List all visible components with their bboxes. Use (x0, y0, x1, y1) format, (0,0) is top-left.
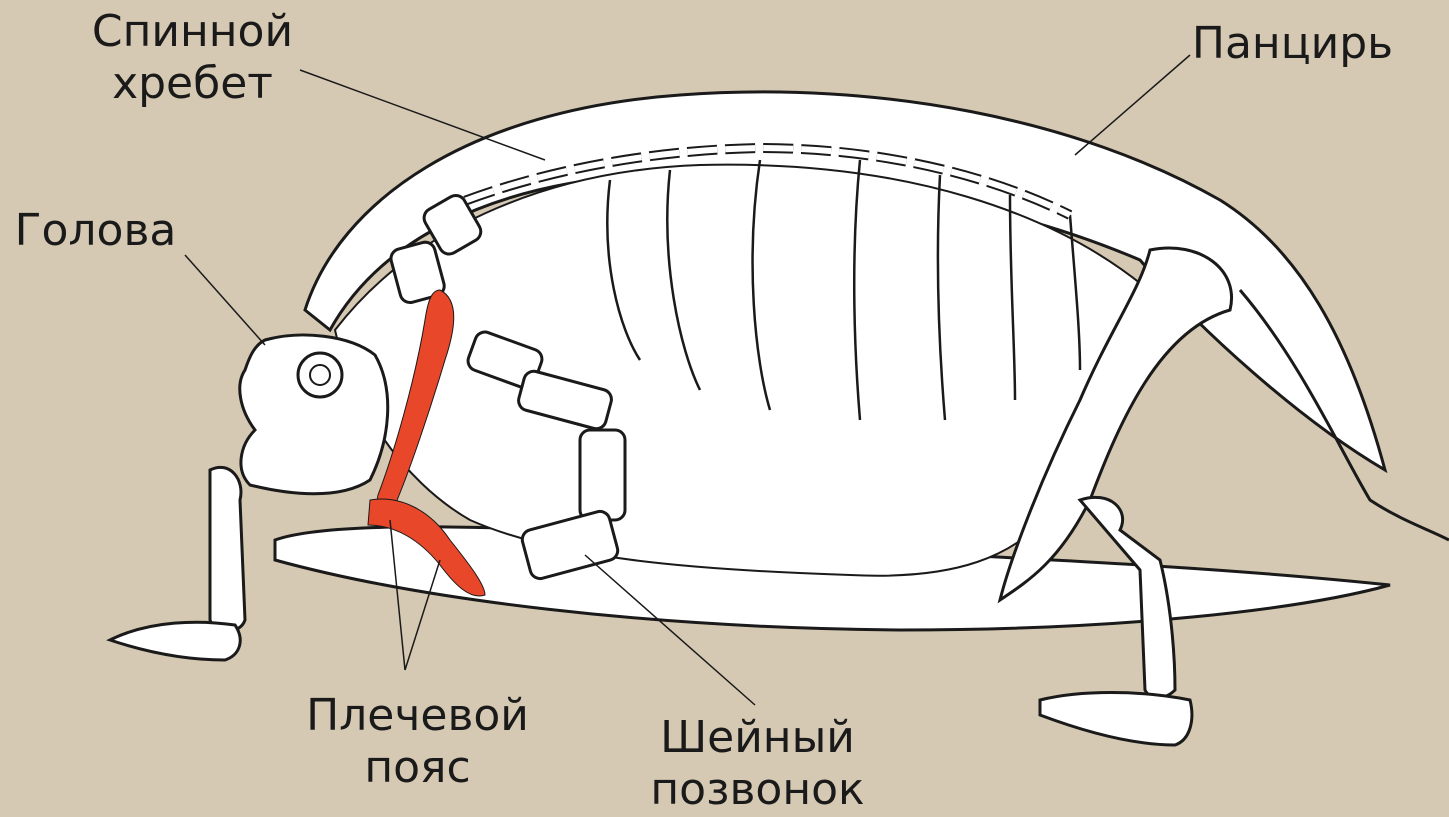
head-leader (185, 255, 265, 345)
label-head: Голова (8, 205, 183, 257)
label-shell: Панцирь (1180, 18, 1405, 70)
shell-leader (1075, 55, 1190, 155)
label-spine: Спинной хребет (80, 6, 305, 110)
label-head-line1: Голова (8, 205, 183, 257)
label-cervical-vertebra: Шейный позвонок (630, 712, 885, 816)
front-leg (110, 467, 245, 660)
label-spine-line2: хребет (80, 58, 305, 110)
label-shoulder-girdle: Плечевой пояс (290, 690, 545, 794)
label-shoulder-girdle-line2: пояс (290, 742, 545, 794)
spine-leader (300, 70, 545, 160)
label-cervical-vertebra-line2: позвонок (630, 764, 885, 816)
label-shell-line1: Панцирь (1180, 18, 1405, 70)
label-spine-line1: Спинной (80, 6, 305, 58)
label-cervical-vertebra-line1: Шейный (630, 712, 885, 764)
label-shoulder-girdle-line1: Плечевой (290, 690, 545, 742)
eye-socket (298, 353, 342, 397)
